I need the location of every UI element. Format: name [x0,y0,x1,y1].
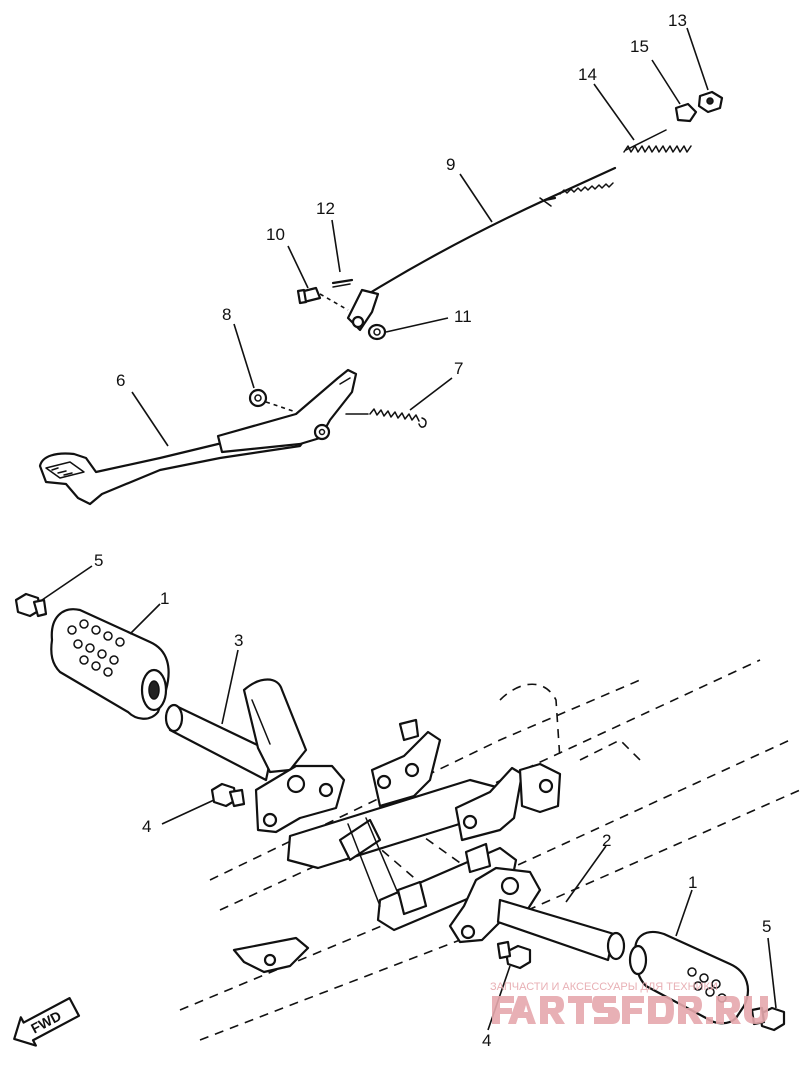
frame-brackets [370,718,562,842]
part-4-bolt-right [496,940,532,970]
callout-5-lower: 5 [762,917,771,936]
callout-1-right: 1 [688,873,697,892]
frame-pivot-plate [232,936,310,974]
watermark: ЗАПЧАСТИ И АКСЕССУАРЫ ДЛЯ ТЕХНИКИ [490,981,768,1024]
callout-10: 10 [266,225,285,244]
part-1-footrest-rubber-left [50,608,170,720]
part-3-footrest-bar-left [164,678,346,834]
rod-clevis [346,288,380,332]
part-6-brake-pedal [38,368,358,506]
watermark-logo [492,996,768,1024]
frame-cross-member [286,778,518,932]
callout-15: 15 [630,37,649,56]
callout-9: 9 [446,155,455,174]
callout-4-left: 4 [142,817,151,836]
part-9-brake-rod [363,166,617,298]
callout-4-right: 4 [482,1031,491,1050]
callout-14: 14 [578,65,597,84]
part-11-washer [367,323,387,341]
leader-lines [41,27,777,1031]
part-5-bolt-left [14,592,48,618]
callout-7: 7 [454,359,463,378]
callout-labels: 13 15 14 9 12 10 11 8 7 6 5 1 3 4 2 1 5 … [94,11,771,1050]
callout-13: 13 [668,11,687,30]
part-14-spring [623,129,692,153]
callout-1-left: 1 [160,589,169,608]
part-10-clevis-pin [296,286,349,311]
part-15-joint-pin [674,102,698,123]
part-12-cotter-pin [331,278,354,288]
part-7-return-spring [345,408,427,428]
part-2-footrest-bar-right [448,866,626,962]
part-4-bolt-left [210,782,246,808]
callout-2: 2 [602,831,611,850]
part-13-adjusting-nut [697,90,724,114]
callout-6: 6 [116,371,125,390]
callout-12: 12 [316,199,335,218]
callout-11: 11 [454,307,472,326]
callout-8: 8 [222,305,231,324]
fwd-direction-arrow: FWD [13,997,81,1047]
callout-5-upper: 5 [94,551,103,570]
watermark-tagline: ЗАПЧАСТИ И АКСЕССУАРЫ ДЛЯ ТЕХНИКИ [490,981,718,993]
part-8-washer [248,388,297,413]
callout-3: 3 [234,631,243,650]
